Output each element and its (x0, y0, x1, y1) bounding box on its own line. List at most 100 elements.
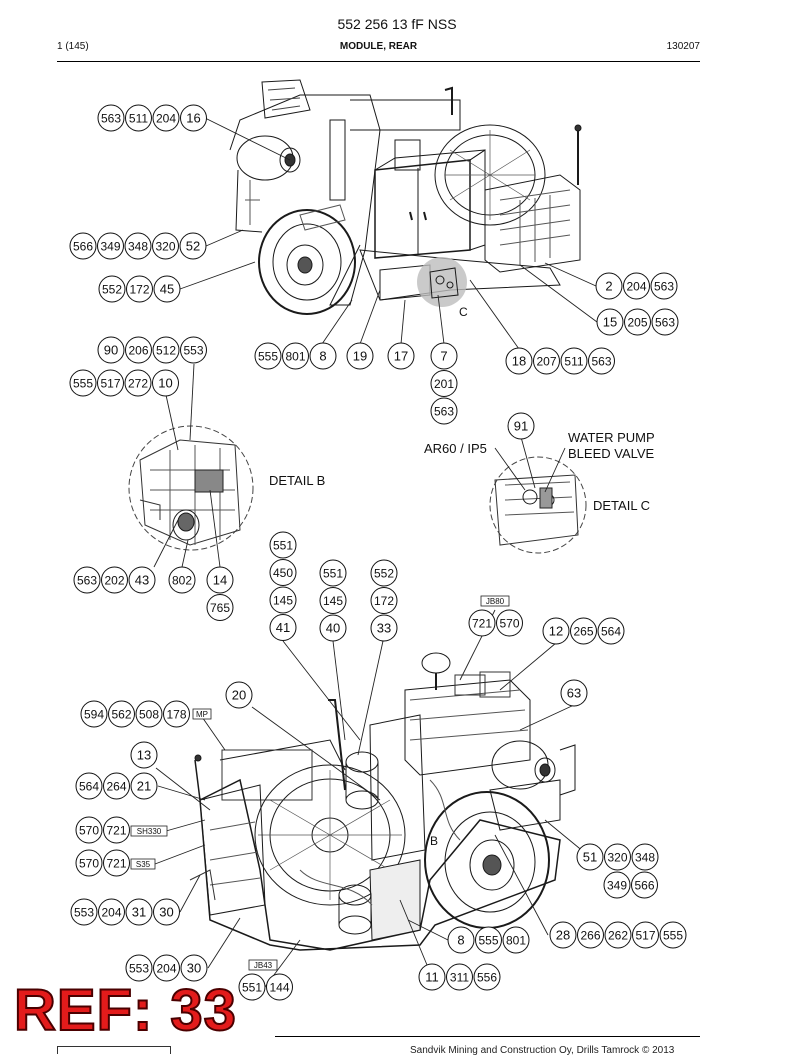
ref-stamp: REF: 33 (13, 978, 237, 1043)
callout-balloon: 91 (507, 412, 535, 440)
callout-number: 512 (156, 344, 176, 358)
callout-circle (254, 342, 282, 370)
callout-circle (418, 963, 446, 991)
callout-number: 8 (457, 933, 464, 948)
callout-circle (309, 342, 337, 370)
callout-balloon: 517 (97, 369, 124, 397)
callout-number: 51 (583, 850, 597, 865)
callout-number: 721 (472, 617, 492, 631)
callout-balloon: 564 (75, 772, 103, 800)
callout-circle (179, 232, 207, 260)
callout-balloon: 721 (103, 816, 130, 844)
callout-circle (631, 843, 659, 871)
callout-number: 30 (187, 961, 201, 976)
callout-circle (98, 898, 125, 926)
callout-balloon: 266 (577, 921, 604, 949)
callout-balloon: 551 (238, 973, 266, 1001)
page-title: 552 256 13 fF NSS (337, 16, 457, 32)
callout-circle (98, 275, 126, 303)
label-detail-c: DETAIL C (593, 498, 650, 513)
callout-number: 801 (285, 350, 305, 364)
callout-number: 172 (129, 283, 149, 297)
callout-number: 570 (79, 824, 99, 838)
callout-number: 205 (627, 316, 647, 330)
callout-balloon: 20 (225, 681, 253, 709)
callout-circle (130, 741, 158, 769)
callout-balloon: 563 (73, 566, 101, 594)
callout-number: 90 (104, 343, 118, 358)
callout-number: 562 (111, 708, 131, 722)
callout-number: 570 (79, 857, 99, 871)
callout-circle (370, 559, 398, 587)
callout-number: 21 (137, 779, 151, 794)
callout-circle (225, 681, 253, 709)
callout-circle (128, 566, 156, 594)
callout-balloon: 512 (152, 336, 180, 364)
callout-circle (542, 617, 570, 645)
callout-number: 450 (273, 566, 293, 580)
section-title: MODULE, REAR (339, 41, 418, 52)
detail-b-illustration (128, 425, 254, 551)
callout-circle (108, 700, 135, 728)
diagram-labels: C B DETAIL B DETAIL C AR60 / IP5 WATER P… (269, 305, 655, 848)
callout-number: 721 (106, 824, 126, 838)
callout-circle (430, 397, 458, 425)
callout-balloon: 145 (319, 587, 347, 614)
callout-balloon: 562 (108, 700, 135, 728)
callout-balloon: 555 (475, 926, 502, 954)
callout-balloon: 17 (387, 342, 415, 370)
callout-number: 553 (74, 906, 94, 920)
callout-circle (238, 973, 266, 1001)
callout-circle (153, 275, 181, 303)
callout-circle (101, 566, 128, 594)
callout-balloon: 563 (588, 347, 615, 375)
label-c: C (459, 305, 468, 319)
callout-number: 52 (186, 239, 200, 254)
tag-group: JB80 MP SH330 S35 JB43 (130, 595, 510, 971)
callout-number: 564 (601, 625, 621, 639)
callout-balloon: 8 (447, 926, 475, 954)
page-number: 1 (145) (57, 41, 89, 52)
callout-circle (73, 566, 101, 594)
callout-balloon: 7 (430, 342, 458, 370)
callout-circle (126, 275, 153, 303)
callout-number: 272 (128, 377, 148, 391)
callout-balloon: 556 (473, 963, 501, 991)
callout-circle (75, 849, 103, 877)
lower-machine-illustration (189, 652, 576, 951)
callout-circle (266, 973, 293, 1001)
callout-circle (560, 679, 588, 707)
callout-balloon: 31 (125, 898, 153, 926)
callout-circle (631, 871, 658, 899)
tag-mp: MP (196, 710, 208, 719)
callout-balloon: 801 (282, 342, 309, 370)
callout-balloon: 205 (624, 308, 651, 336)
callout-balloon: 204 (153, 954, 180, 982)
callout-number: 16 (186, 111, 200, 126)
callout-circle (152, 336, 180, 364)
callout-number: 262 (608, 929, 628, 943)
callout-balloon: 11 (418, 963, 446, 991)
callout-number: 553 (129, 962, 149, 976)
callout-balloon: 178 (163, 700, 190, 728)
callout-balloon: 52 (179, 232, 207, 260)
callout-circle (446, 963, 473, 991)
callout-number: 566 (634, 879, 654, 893)
callout-number: 63 (567, 686, 581, 701)
callout-balloon: 566 (631, 871, 658, 899)
callout-number: 348 (128, 240, 148, 254)
callout-number: 570 (499, 617, 519, 631)
callout-balloon: 348 (631, 843, 659, 871)
callout-balloon: 16 (180, 104, 207, 132)
callout-circle (430, 370, 458, 397)
callout-circle (80, 700, 108, 728)
callout-circle (468, 609, 496, 637)
callout-number: 551 (273, 539, 293, 553)
callout-number: 204 (626, 280, 646, 294)
callout-number: 802 (172, 574, 192, 588)
callout-number: 265 (573, 625, 593, 639)
callout-balloon: 14 (206, 566, 234, 594)
callout-balloon: 349 (97, 232, 124, 260)
callout-number: 555 (478, 934, 498, 948)
callout-circle (69, 232, 97, 260)
